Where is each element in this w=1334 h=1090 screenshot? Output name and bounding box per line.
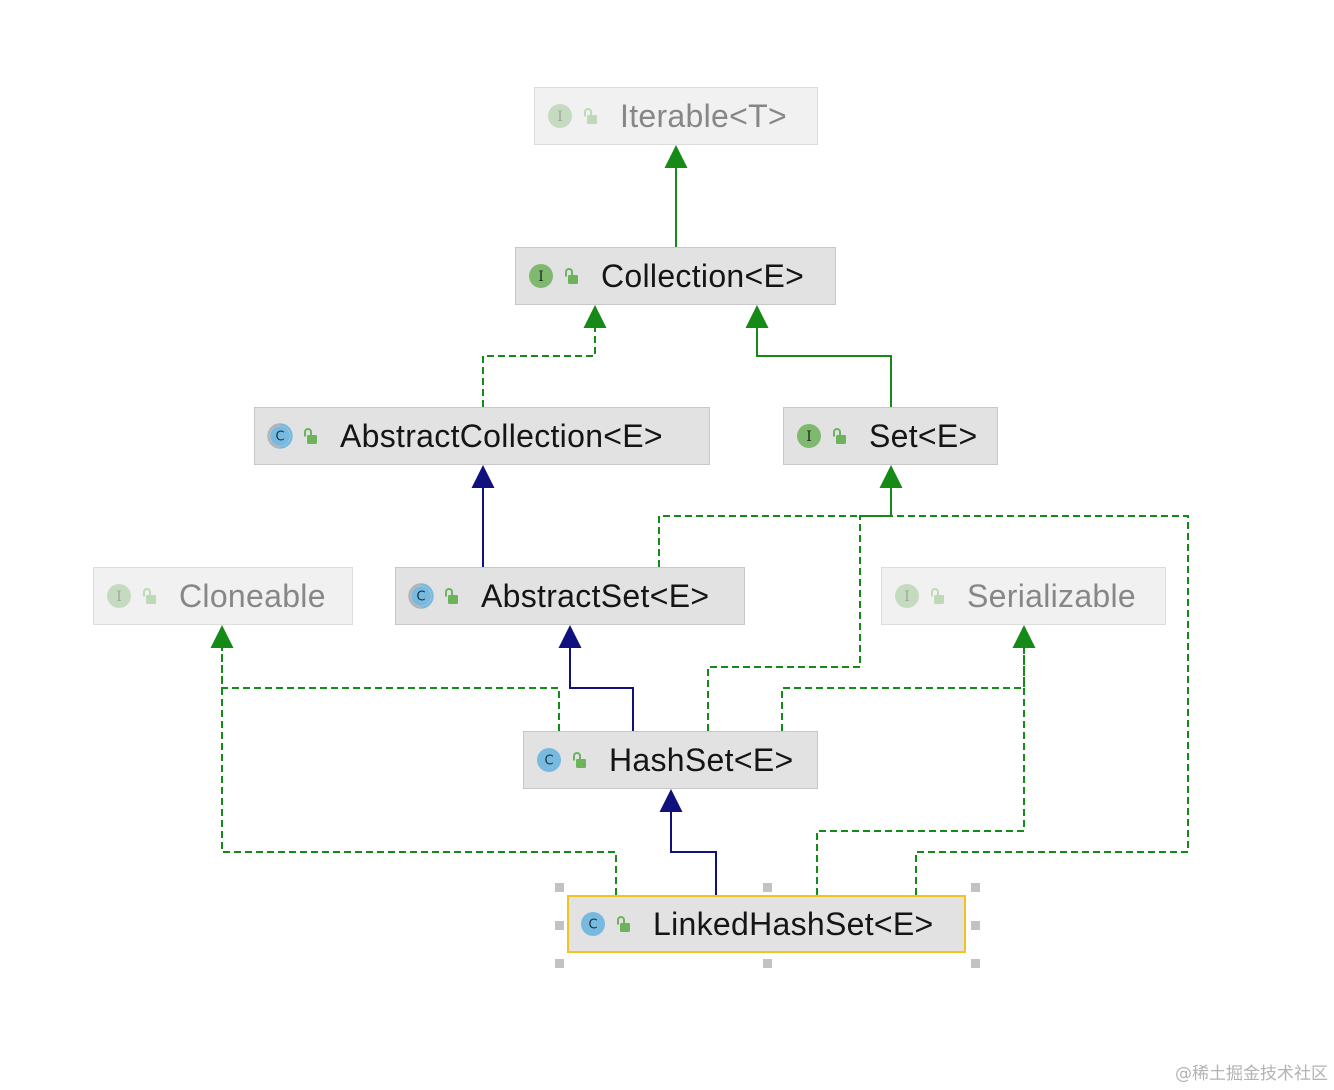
arrowhead-hashset bbox=[659, 789, 683, 812]
selection-handle-bottom-right[interactable] bbox=[971, 959, 980, 968]
arrowhead-abstractcollection bbox=[471, 465, 495, 488]
unlocked-padlock-icon bbox=[833, 428, 846, 444]
selection-handle-top-right[interactable] bbox=[971, 883, 980, 892]
watermark: @稀土掘金技术社区 bbox=[1175, 1064, 1328, 1084]
unlocked-padlock-icon bbox=[931, 588, 944, 604]
arrowhead-serializable bbox=[1012, 625, 1036, 648]
node-serializable[interactable]: I Serializable bbox=[881, 567, 1166, 625]
unlocked-padlock-icon bbox=[143, 588, 156, 604]
icon-letter: I bbox=[557, 109, 563, 125]
arrowhead-abstractset bbox=[558, 625, 582, 648]
unlocked-padlock-icon bbox=[573, 752, 586, 768]
interface-icon: I bbox=[548, 104, 572, 128]
class-icon: C bbox=[537, 748, 561, 772]
edge-hashset-to-abstractset bbox=[569, 646, 634, 731]
node-label: Set<E> bbox=[869, 418, 978, 454]
edge-linkedhashset-to-serializable bbox=[816, 646, 1025, 895]
icon-letter: I bbox=[806, 429, 812, 445]
interface-icon: I bbox=[529, 264, 553, 288]
interface-icon: I bbox=[107, 584, 131, 608]
edge-linkedhashset-to-cloneable bbox=[221, 646, 617, 895]
icon-letter: C bbox=[275, 430, 284, 445]
edge-set-to-collection bbox=[756, 326, 892, 407]
edge-abstractset-to-set bbox=[658, 486, 892, 567]
node-set[interactable]: I Set<E> bbox=[783, 407, 998, 465]
icon-letter: I bbox=[538, 269, 544, 285]
edge-hashset-to-serializable bbox=[781, 646, 1025, 731]
icon-letter: I bbox=[116, 589, 122, 605]
arrowhead-collection-left bbox=[583, 305, 607, 328]
selection-handle-right[interactable] bbox=[971, 921, 980, 930]
arrowhead-collection-right bbox=[745, 305, 769, 328]
unlocked-padlock-icon bbox=[565, 268, 578, 284]
arrowhead-cloneable bbox=[210, 625, 234, 648]
node-label: AbstractSet<E> bbox=[481, 578, 710, 614]
node-label: Serializable bbox=[967, 578, 1137, 614]
edge-abstractcollection-to-collection bbox=[482, 326, 596, 407]
unlocked-padlock-icon bbox=[617, 916, 630, 932]
unlocked-padlock-icon bbox=[304, 428, 317, 444]
arrowhead-set bbox=[879, 465, 903, 488]
node-iterable[interactable]: I Iterable<T> bbox=[534, 87, 818, 145]
node-cloneable[interactable]: I Cloneable bbox=[93, 567, 353, 625]
node-abstractcollection[interactable]: C AbstractCollection<E> bbox=[254, 407, 710, 465]
interface-icon: I bbox=[797, 424, 821, 448]
node-label: Cloneable bbox=[179, 578, 326, 614]
node-abstractset[interactable]: C AbstractSet<E> bbox=[395, 567, 745, 625]
edge-linkedhashset-to-hashset bbox=[670, 810, 717, 895]
arrowhead-iterable bbox=[664, 145, 688, 168]
edge-linkedhashset-to-set bbox=[890, 486, 1189, 895]
selection-handle-top[interactable] bbox=[763, 883, 772, 892]
abstract-class-icon: C bbox=[408, 583, 434, 609]
node-label: LinkedHashSet<E> bbox=[653, 906, 934, 942]
selection-handle-top-left[interactable] bbox=[555, 883, 564, 892]
icon-letter: I bbox=[904, 589, 910, 605]
node-linkedhashset[interactable]: C LinkedHashSet<E> bbox=[567, 895, 966, 953]
class-icon: C bbox=[581, 912, 605, 936]
node-label: AbstractCollection<E> bbox=[340, 418, 663, 454]
icon-letter: C bbox=[416, 590, 425, 605]
icon-letter: C bbox=[588, 918, 597, 933]
node-label: Iterable<T> bbox=[620, 98, 787, 134]
selection-handle-bottom-left[interactable] bbox=[555, 959, 564, 968]
selection-handle-left[interactable] bbox=[555, 921, 564, 930]
icon-letter: C bbox=[544, 754, 553, 769]
node-collection[interactable]: I Collection<E> bbox=[515, 247, 836, 305]
node-label: HashSet<E> bbox=[609, 742, 794, 778]
edge-hashset-to-cloneable bbox=[221, 646, 560, 731]
node-hashset[interactable]: C HashSet<E> bbox=[523, 731, 818, 789]
selection-handle-bottom[interactable] bbox=[763, 959, 772, 968]
abstract-class-icon: C bbox=[267, 423, 293, 449]
unlocked-padlock-icon bbox=[445, 588, 458, 604]
node-label: Collection<E> bbox=[601, 258, 805, 294]
interface-icon: I bbox=[895, 584, 919, 608]
unlocked-padlock-icon bbox=[584, 108, 597, 124]
